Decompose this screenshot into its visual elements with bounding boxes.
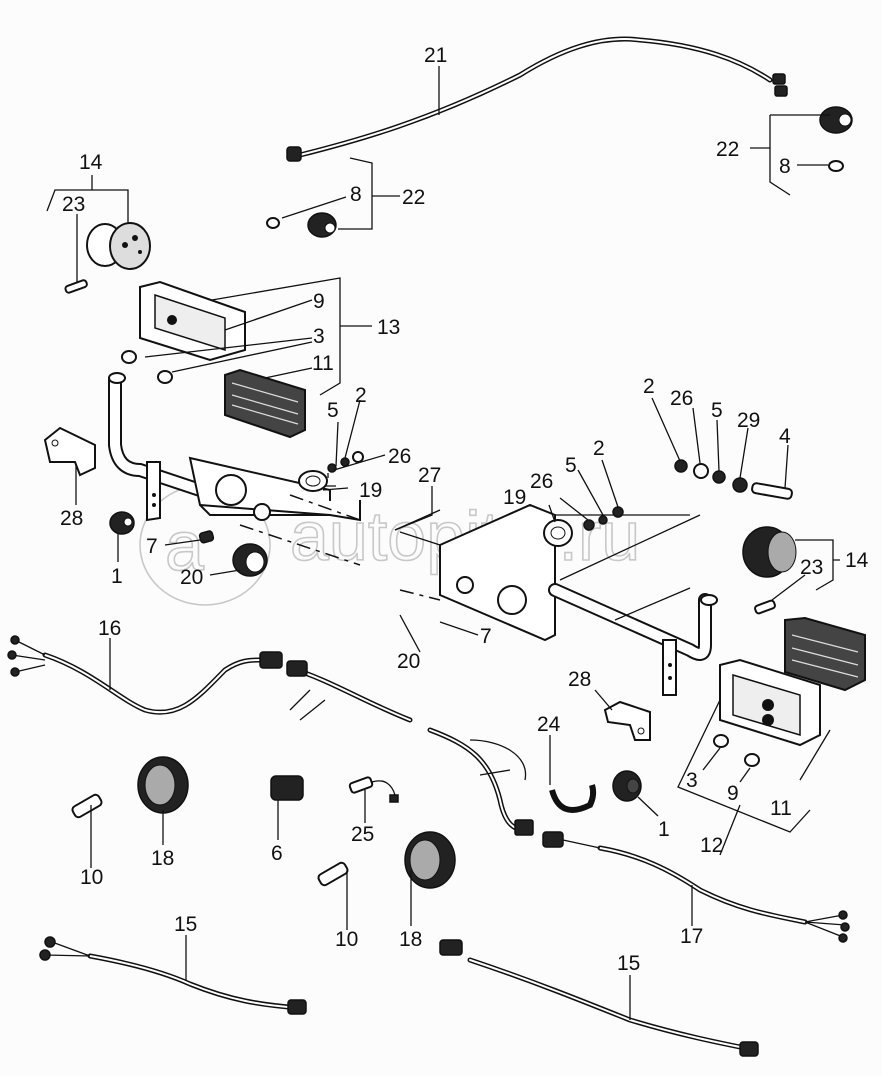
hardware-left: [109, 399, 386, 577]
callout-10: 10: [335, 928, 358, 951]
callout-4: 4: [779, 425, 791, 448]
callout-8: 8: [350, 183, 362, 206]
bulb-10-right: [317, 861, 349, 930]
callout-3: 3: [313, 325, 325, 348]
callout-1: 1: [658, 818, 670, 841]
bracket-28-right: [594, 689, 651, 741]
round-lamp-14-right: [742, 526, 840, 615]
callout-14: 14: [79, 151, 103, 174]
callout-20: 20: [397, 650, 420, 673]
headlamp-18-right: [404, 831, 456, 926]
callout-15: 15: [174, 913, 197, 936]
callout-8: 8: [779, 155, 791, 178]
switch-22-right: [750, 106, 853, 196]
switch-22-left: [266, 157, 400, 238]
callout-2: 2: [593, 437, 605, 460]
harness-16: [7, 635, 413, 723]
callout-26: 26: [530, 470, 553, 493]
callout-18: 18: [151, 847, 174, 870]
harness-15-left: [39, 935, 307, 1015]
svg-text:a: a: [165, 507, 204, 585]
bracket-28-left: [43, 426, 96, 505]
callout-28: 28: [60, 507, 83, 530]
callout-23: 23: [800, 556, 823, 579]
callout-28: 28: [568, 668, 591, 691]
harness-17: [542, 831, 850, 943]
callout-22: 22: [402, 186, 425, 209]
headlamp-18-left: [137, 756, 189, 845]
harness-middle: [427, 727, 534, 836]
callout-2: 2: [643, 375, 655, 398]
callout-17: 17: [680, 925, 703, 948]
callout-5: 5: [565, 454, 577, 477]
callout-27: 27: [418, 464, 441, 487]
rect-lamp-13-left: [121, 277, 372, 439]
rect-lamp-12-right: [677, 616, 866, 856]
callout-7: 7: [146, 535, 158, 558]
callout-3: 3: [686, 769, 698, 792]
callout-18: 18: [399, 928, 422, 951]
callout-9: 9: [313, 290, 325, 313]
harness-15-right: [439, 939, 759, 1057]
socket-6: [270, 775, 304, 840]
callout-26: 26: [670, 387, 693, 410]
harness-21: [286, 36, 788, 162]
callout-5: 5: [711, 399, 723, 422]
callout-21: 21: [424, 44, 447, 67]
callout-5: 5: [327, 399, 339, 422]
callout-15: 15: [617, 952, 640, 975]
callout-13: 13: [377, 316, 400, 339]
hardware-lower-right: [549, 735, 659, 817]
callout-29: 29: [737, 409, 760, 432]
bulb-10-left: [71, 793, 103, 868]
callout-19: 19: [359, 479, 382, 502]
bracket-bar-right: [394, 503, 718, 696]
bulb-25: [348, 776, 399, 823]
callout-6: 6: [271, 842, 283, 865]
callout-12: 12: [700, 834, 723, 857]
callout-7: 7: [480, 625, 492, 648]
callout-25: 25: [351, 823, 374, 846]
callout-14: 14: [845, 549, 869, 572]
callout-22: 22: [716, 138, 739, 161]
callout-2: 2: [355, 384, 367, 407]
callout-10: 10: [80, 866, 103, 889]
callout-16: 16: [98, 617, 121, 640]
callout-9: 9: [727, 782, 739, 805]
callout-23: 23: [62, 193, 85, 216]
callout-26: 26: [388, 445, 411, 468]
callout-11: 11: [312, 352, 334, 375]
bracket-bar-left: [108, 372, 361, 566]
callout-1: 1: [111, 565, 123, 588]
callout-20: 20: [180, 566, 203, 589]
callout-11: 11: [770, 797, 792, 820]
hardware-right: [543, 397, 793, 547]
callout-24: 24: [537, 713, 561, 736]
round-lamp-14-left: [46, 175, 151, 294]
callout-labels: 21 22 8 22 8 14 23 9 3 13 11 5 2 26 19 2…: [60, 44, 869, 975]
callout-19: 19: [503, 486, 526, 509]
